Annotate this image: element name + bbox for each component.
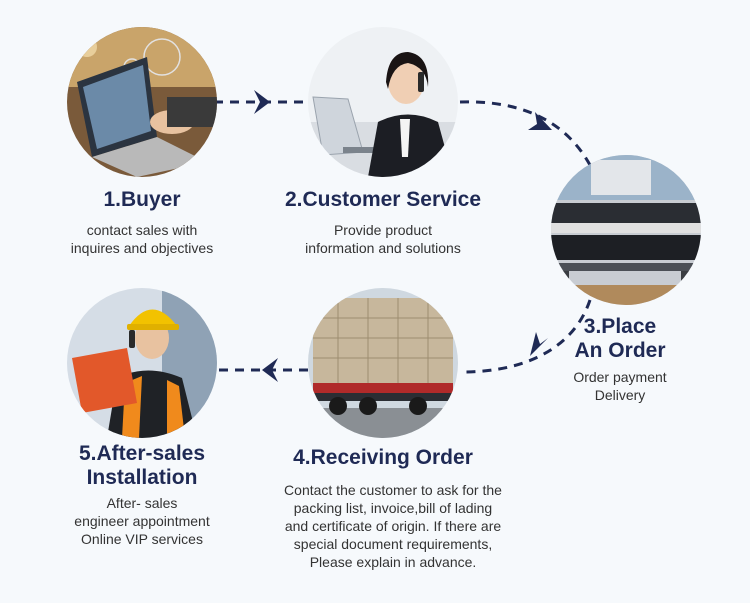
step-3-desc-line: Order payment xyxy=(573,369,667,385)
step-2-description: Provide product information and solution… xyxy=(278,221,488,257)
step-1-description: contact sales with inquires and objectiv… xyxy=(42,221,242,257)
cargo-truck-photo xyxy=(308,288,458,438)
customer-service-agent-photo xyxy=(308,27,458,177)
step-4-desc-line: packing list, invoice,bill of lading xyxy=(293,500,493,516)
step-5-desc-line: engineer appointment xyxy=(74,513,210,529)
step-3-desc-line: Delivery xyxy=(594,387,646,403)
arrow-3-to-4 xyxy=(461,299,592,374)
step-4-desc-line: and certificate of origin. If there are xyxy=(284,518,502,534)
printer-machine-photo xyxy=(551,155,701,305)
step-4-desc-line: Contact the customer to ask for the xyxy=(284,482,502,498)
step-5-title: 5.After-sales Installation xyxy=(57,442,227,490)
step-3-description: Order payment Delivery xyxy=(560,368,680,404)
arrow-2-to-3 xyxy=(459,100,592,166)
step-5-title-line: Installation xyxy=(86,466,198,489)
step-5-desc-line: After- sales xyxy=(106,495,178,511)
laptop-shopping-photo xyxy=(67,27,217,177)
step-3-title-line: 3.Place xyxy=(583,315,657,338)
arrowhead-2 xyxy=(528,112,552,130)
step-4-title: 4.Receiving Order xyxy=(278,446,488,470)
step-5-title-line: 5.After-sales xyxy=(78,442,206,465)
step-4-description: Contact the customer to ask for the pack… xyxy=(253,481,533,571)
step-1-desc-line: inquires and objectives xyxy=(70,240,214,256)
step-2-desc-line: Provide product xyxy=(333,222,433,238)
arrowhead-4 xyxy=(262,358,278,382)
step-5-description: After- sales engineer appointment Online… xyxy=(47,494,237,548)
step-2-title: 2.Customer Service xyxy=(268,188,498,212)
step-1-desc-line: contact sales with xyxy=(86,222,198,238)
step-1-title-line: 1.Buyer xyxy=(103,188,181,211)
step-1-title: 1.Buyer xyxy=(67,188,217,212)
step-4-desc-line: special document requirements, xyxy=(293,536,493,552)
step-3-title-line: An Order xyxy=(574,339,666,362)
step-2-desc-line: information and solutions xyxy=(305,240,461,256)
step-3-title: 3.Place An Order xyxy=(560,315,680,363)
engineer-photo xyxy=(67,288,217,438)
arrowhead-1 xyxy=(254,90,270,114)
arrowhead-3 xyxy=(530,332,548,356)
step-2-title-line: 2.Customer Service xyxy=(284,188,482,211)
step-4-title-line: 4.Receiving Order xyxy=(293,446,473,469)
step-5-desc-line: Online VIP services xyxy=(81,531,203,547)
step-4-desc-line: Please explain in advance. xyxy=(309,554,477,570)
